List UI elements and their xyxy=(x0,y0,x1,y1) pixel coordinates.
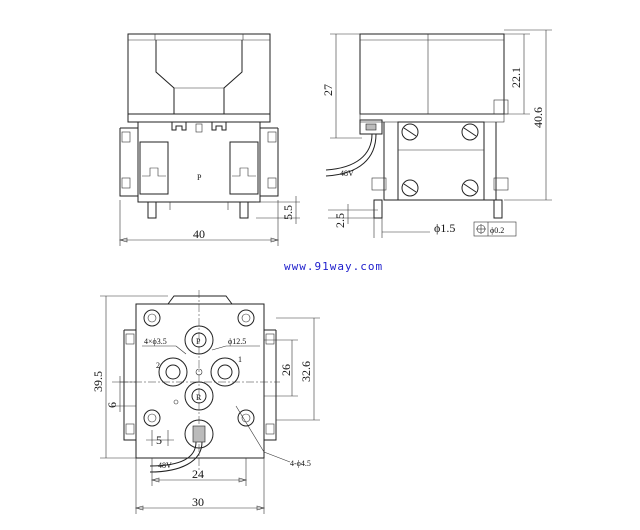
port-label-r: R xyxy=(196,393,202,402)
front-valve-block xyxy=(137,121,261,203)
inner-height-dim: 26 xyxy=(279,364,293,376)
top-wire xyxy=(149,441,203,473)
offset-dim: 6 xyxy=(105,402,119,408)
front-pin-right xyxy=(239,201,249,219)
side-wire-label: 48V xyxy=(340,169,354,178)
side-view: 48V 27 22.1 40.6 2.5 ϕ1.5 ϕ0.2 xyxy=(321,29,552,238)
height-dim: 39.5 xyxy=(91,371,105,392)
side-screws xyxy=(401,123,479,197)
side-cap-dim: 22.1 xyxy=(509,67,523,88)
front-neck xyxy=(155,40,243,114)
front-pin-left xyxy=(147,201,157,219)
front-port-label: P xyxy=(197,173,202,182)
top-mount-holes xyxy=(143,309,255,427)
side-total-dim: 40.6 xyxy=(531,107,545,128)
top-plate xyxy=(135,303,265,459)
width-inner-dim: 24 xyxy=(192,467,204,481)
side-pin-left xyxy=(373,199,383,219)
front-body xyxy=(127,113,271,123)
front-view: P 40 5.5 xyxy=(118,33,300,246)
port-label-2: 2 xyxy=(156,361,160,370)
front-pin-dim: 5.5 xyxy=(281,205,295,220)
mount-hole-dim: 4-ϕ4.5 xyxy=(290,459,311,468)
outer-height-dim: 32.6 xyxy=(299,361,313,382)
port-hole-dim: 4×ϕ3.5 xyxy=(144,337,167,346)
side-pin-right xyxy=(493,199,503,219)
front-coil-left xyxy=(139,141,169,195)
top-wire-label: 48V xyxy=(158,461,172,470)
front-coil-right xyxy=(229,141,259,195)
front-width-dim: 40 xyxy=(193,227,205,241)
side-pin-dim: 2.5 xyxy=(333,213,347,228)
side-upper-dim: 27 xyxy=(321,84,335,96)
side-tolerance: ϕ0.2 xyxy=(490,226,504,235)
port-label-1: 1 xyxy=(238,355,242,364)
top-view: P 1 2 R 48V 4×ϕ3.5 ϕ12.5 39.5 6 26 xyxy=(91,290,320,514)
side-wire xyxy=(325,133,377,177)
port-label-p: P xyxy=(196,337,201,346)
width-outer-dim: 30 xyxy=(192,495,204,509)
front-cap xyxy=(127,33,271,115)
small-dim: 5 xyxy=(156,433,162,447)
watermark: www.91way.com xyxy=(284,260,383,273)
center-port-dim: ϕ12.5 xyxy=(228,337,246,346)
side-pin-dia: ϕ1.5 xyxy=(434,221,455,235)
side-body xyxy=(397,121,485,201)
side-cap xyxy=(359,33,505,115)
